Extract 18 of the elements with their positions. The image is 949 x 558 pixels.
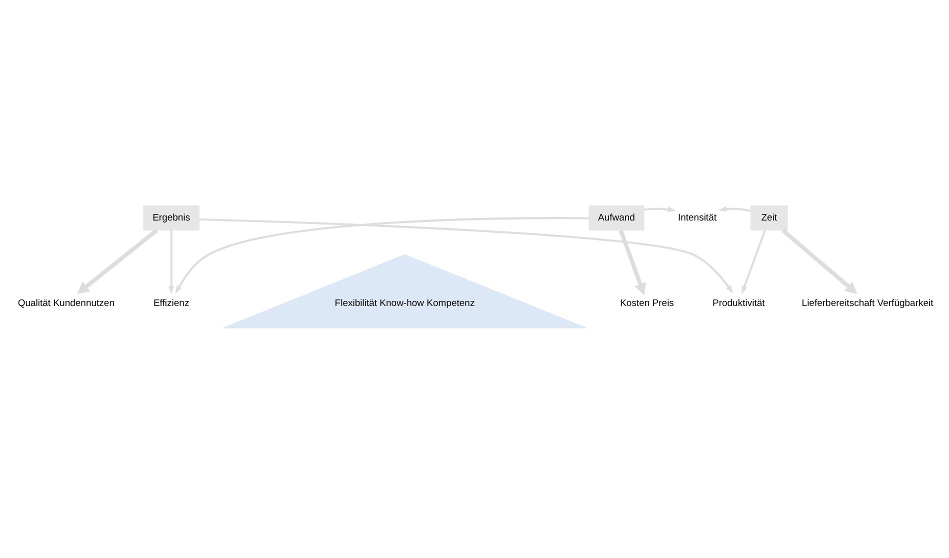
node-text: Effizienz [152,298,189,309]
arrow [168,230,174,294]
arrow [76,228,158,294]
arrow [718,206,750,212]
arrow [741,230,766,294]
node-text: Qualität Kundennutzen [17,298,114,309]
node-box: Ergebnis [142,205,199,230]
node-text: Produktivität [712,298,764,309]
arrow [618,230,646,296]
arrow [644,206,676,212]
node-text: Lieferbereitschaft Verfügbarkeit [801,298,933,309]
arrow [781,228,857,294]
node-box: Zeit [750,205,788,230]
node-text: Intensität [677,212,716,224]
arrow [174,217,588,294]
node-box: Aufwand [588,205,644,230]
node-text: Kosten Preis [620,298,674,309]
arrow [198,218,733,294]
